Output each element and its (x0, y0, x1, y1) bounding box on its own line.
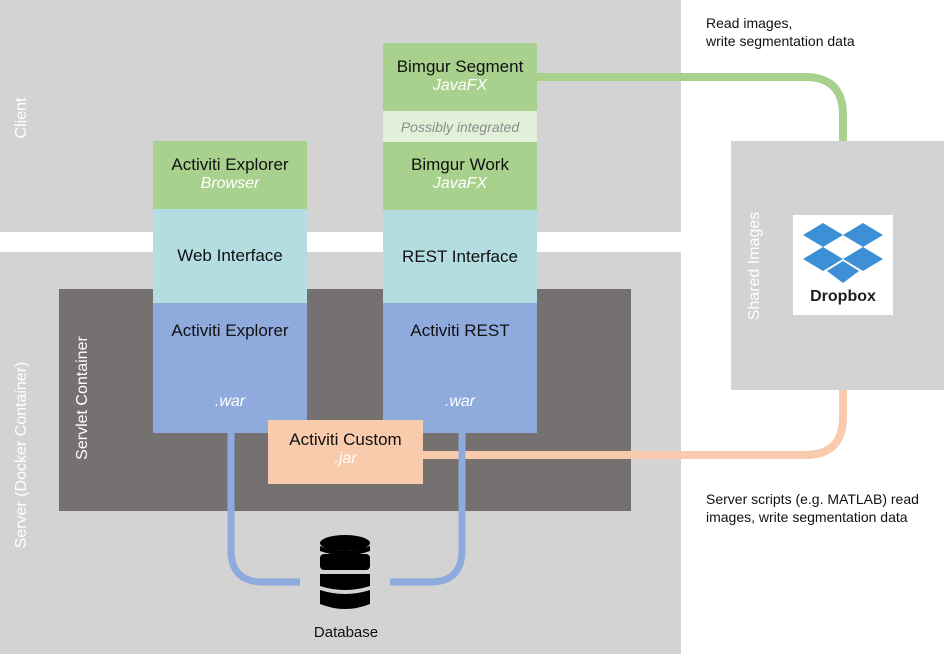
read-write-note-line-2: write segmentation data (706, 33, 855, 49)
web-interface-label: Web Interface (177, 246, 283, 265)
explorer-war-title: Activiti Explorer (171, 321, 289, 340)
activiti-rest-war-box: Activiti REST .war (383, 303, 537, 433)
bimgur-work-subtitle: JavaFX (432, 175, 488, 192)
bimgur-segment-box: Bimgur Segment JavaFX (383, 43, 537, 111)
web-interface-box: Web Interface (153, 209, 307, 303)
explorer-browser-subtitle: Browser (200, 175, 260, 192)
bimgur-segment-title: Bimgur Segment (396, 57, 524, 76)
bimgur-work-title: Bimgur Work (411, 155, 509, 174)
server-scripts-note-line-1: Server scripts (e.g. MATLAB) read (706, 491, 919, 507)
activiti-custom-box: Activiti Custom .jar (268, 420, 423, 484)
explorer-war-subtitle: .war (214, 393, 246, 410)
possibly-integrated-label: Possibly integrated (400, 118, 520, 135)
server-label: Server (Docker Container) (13, 361, 30, 549)
read-write-note: Read images, write segmentation data (706, 14, 855, 50)
possibly-integrated-box: Possibly integrated (383, 111, 537, 142)
bimgur-segment-subtitle: JavaFX (432, 77, 488, 94)
rest-interface-box: REST Interface (383, 210, 537, 303)
database-icon (318, 534, 372, 614)
client-region (0, 0, 681, 232)
peach-connector (422, 390, 847, 459)
activiti-rest-title: Activiti REST (410, 321, 510, 340)
activiti-explorer-war-box: Activiti Explorer .war (153, 303, 307, 433)
activiti-custom-subtitle: .jar (334, 450, 357, 467)
shared-images-label: Shared Images (746, 211, 763, 321)
green-connector (536, 73, 847, 141)
server-scripts-note-line-2: images, write segmentation data (706, 509, 908, 525)
explorer-browser-title: Activiti Explorer (171, 155, 289, 174)
dropbox-icon (803, 223, 883, 283)
client-label: Client (13, 97, 30, 139)
activiti-explorer-browser-box: Activiti Explorer Browser (153, 141, 307, 209)
activiti-custom-title: Activiti Custom (289, 430, 402, 449)
rest-interface-label: REST Interface (402, 246, 518, 266)
servlet-container-label: Servlet Container (74, 336, 91, 460)
bimgur-work-box: Bimgur Work JavaFX (383, 142, 537, 210)
database-label: Database (313, 624, 379, 641)
blue-connector-left (227, 433, 300, 586)
server-scripts-note: Server scripts (e.g. MATLAB) read images… (706, 490, 919, 526)
activiti-rest-subtitle: .war (444, 393, 476, 410)
blue-connector-right (390, 433, 466, 586)
dropbox-logo: Dropbox (793, 215, 893, 315)
dropbox-label: Dropbox (810, 288, 876, 305)
read-write-note-line-1: Read images, (706, 15, 793, 31)
